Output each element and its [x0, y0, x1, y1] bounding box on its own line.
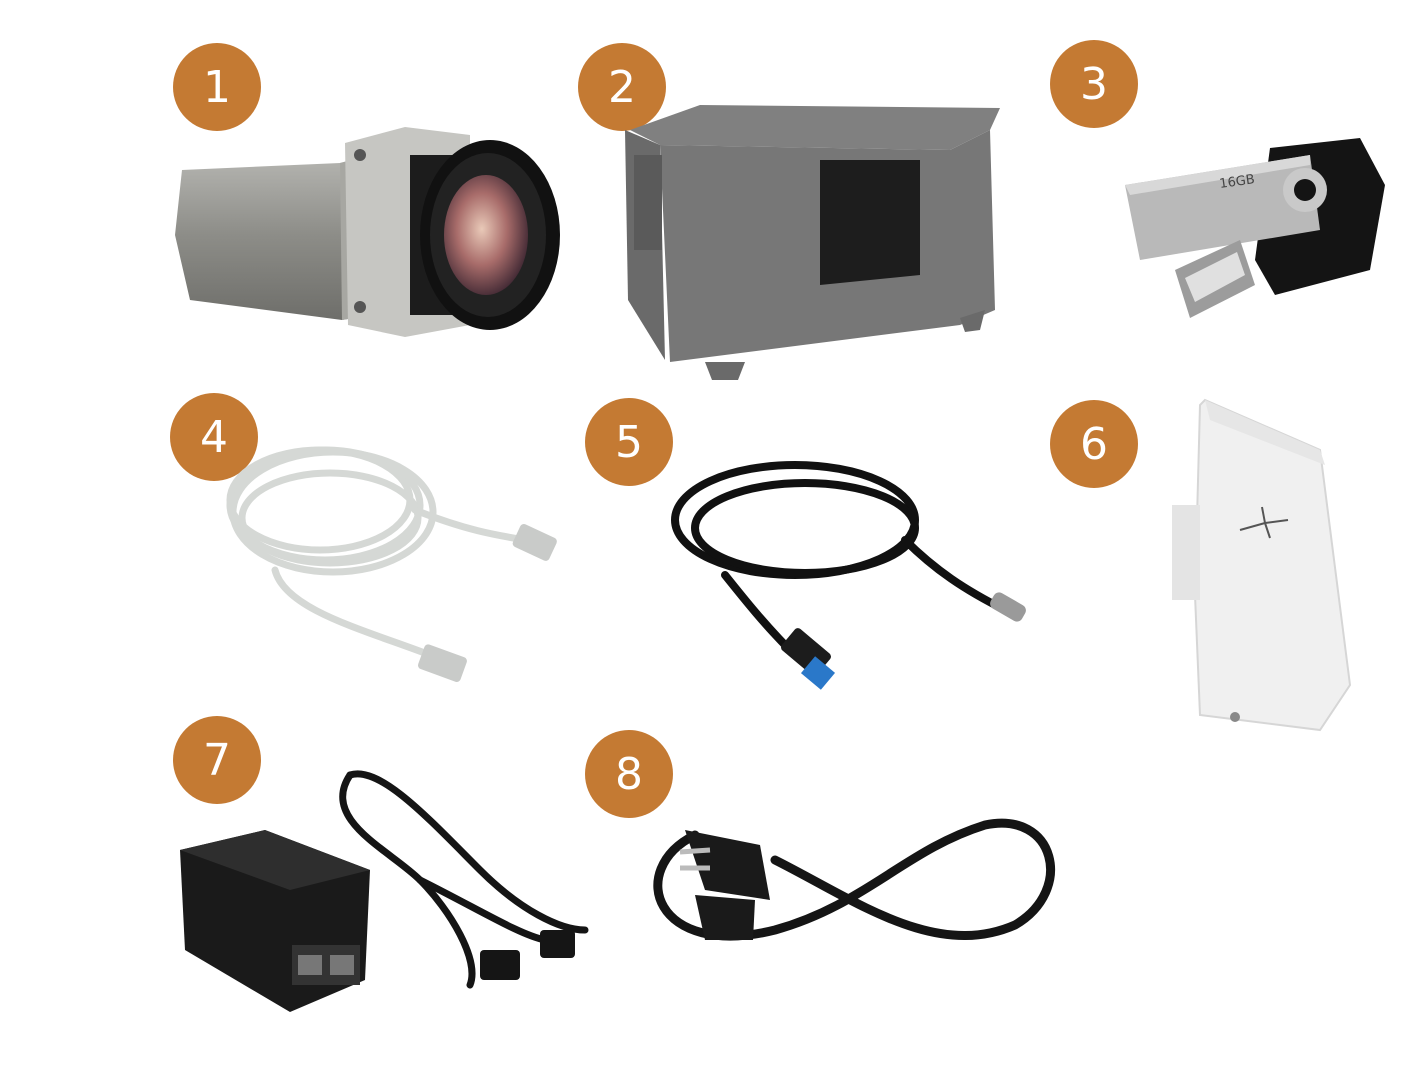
- item-number-badge-4: 4: [170, 393, 258, 481]
- item-number-badge-7: 7: [173, 716, 261, 804]
- thermal-camera-icon: [170, 125, 580, 340]
- ethernet-cable-icon: [215, 430, 570, 700]
- item-number-badge-2: 2: [578, 43, 666, 131]
- usb-flash-drive-icon: 16GB: [1105, 130, 1390, 320]
- wireless-access-point-icon: [1170, 395, 1360, 735]
- item-number-badge-1: 1: [173, 43, 261, 131]
- usb-capacity-label: 16GB: [1218, 172, 1255, 192]
- item-number-badge-6: 6: [1050, 400, 1138, 488]
- item-number-badge-5: 5: [585, 398, 673, 486]
- calibration-box-icon: [620, 100, 1005, 380]
- item-number-badge-3: 3: [1050, 40, 1138, 128]
- usb-c-cable-icon: [665, 450, 1035, 690]
- item-number-badge-8: 8: [585, 730, 673, 818]
- power-cord-icon: [635, 810, 1070, 965]
- poe-adapter-icon: [180, 760, 600, 1015]
